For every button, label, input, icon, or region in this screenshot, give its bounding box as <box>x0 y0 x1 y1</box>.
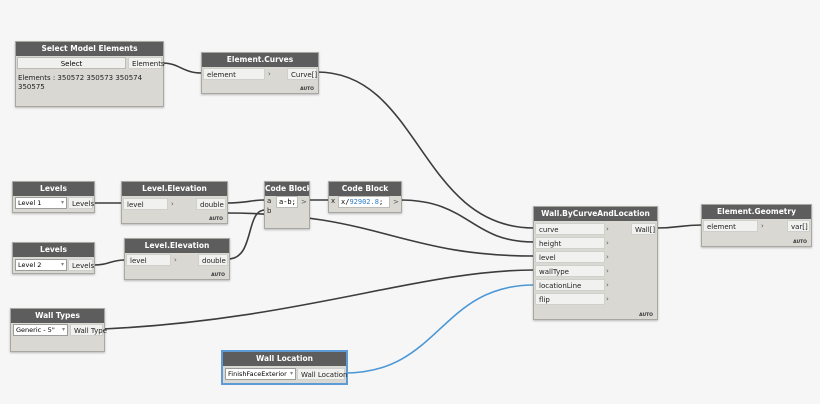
node-title: Code Block <box>265 182 309 196</box>
node-title: Wall Location <box>223 352 346 366</box>
node-title: Levels <box>13 243 94 257</box>
chevron-right-icon: › <box>606 295 609 303</box>
input-port-level[interactable]: level <box>123 198 168 210</box>
select-button[interactable]: Select <box>17 57 126 69</box>
lacing-badge: AUTO <box>209 217 223 222</box>
output-port-var[interactable]: var[] <box>787 220 810 232</box>
code-editor[interactable]: a-b; <box>276 196 298 208</box>
input-port-a[interactable]: a <box>267 197 272 205</box>
chevron-down-icon: ▾ <box>61 326 65 333</box>
input-port-level[interactable]: level <box>535 251 605 263</box>
chevron-down-icon: ▾ <box>60 199 64 206</box>
node-element-curves[interactable]: Element.Curves element › Curve[] AUTO <box>201 52 319 94</box>
code-editor[interactable]: x/92902.8; <box>338 196 390 208</box>
wire-walltype-to-walltype <box>102 269 535 330</box>
chevron-right-icon: › <box>606 239 609 247</box>
node-select-model-elements[interactable]: Select Model Elements Select Elements El… <box>15 41 165 107</box>
node-title: Level.Elevation <box>122 182 227 196</box>
wire-levels2-to-elev2 <box>92 259 126 266</box>
wire-elev2-to-b <box>227 209 266 260</box>
node-element-geometry[interactable]: Element.Geometry element › var[] AUTO <box>701 204 812 247</box>
node-level-elevation-1[interactable]: Level.Elevation level › double AUTO <box>121 181 228 224</box>
input-port-element[interactable]: element <box>703 220 758 232</box>
wire-location-to-locationline <box>344 284 535 374</box>
node-title: Wall Types <box>11 309 104 323</box>
output-port-curve[interactable]: Curve[] <box>287 68 317 80</box>
wall-location-dropdown[interactable]: FinishFaceExterior▾ <box>225 368 296 380</box>
output-port-levels[interactable]: Levels <box>68 197 94 209</box>
node-title: Level.Elevation <box>125 239 229 253</box>
output-port-levels[interactable]: Levels <box>68 259 94 271</box>
node-levels-1[interactable]: Levels Level 1▾ Levels <box>12 181 95 213</box>
chevron-right-icon: › <box>606 281 609 289</box>
wire-elements-to-curves <box>161 62 203 74</box>
output-port-double[interactable]: double <box>196 198 226 210</box>
node-code-block-2[interactable]: Code Block x x/92902.8; > <box>328 181 402 213</box>
node-title: Element.Curves <box>202 53 318 67</box>
level-dropdown[interactable]: Level 2▾ <box>15 259 67 271</box>
node-code-block-1[interactable]: Code Block a b a-b; > <box>264 181 310 229</box>
chevron-right-icon: › <box>606 253 609 261</box>
output-port-wall-location[interactable]: Wall Location <box>297 368 347 380</box>
input-port-level[interactable]: level <box>126 254 171 266</box>
input-port-locationline[interactable]: locationLine <box>535 279 605 291</box>
node-wall-types[interactable]: Wall Types Generic - 5"▾ Wall Type <box>10 308 107 352</box>
level-dropdown[interactable]: Level 1▾ <box>15 197 67 209</box>
node-levels-2[interactable]: Levels Level 2▾ Levels <box>12 242 95 274</box>
wire-wall-to-geometry <box>655 224 703 229</box>
wall-type-dropdown[interactable]: Generic - 5"▾ <box>13 324 68 336</box>
wire-curves-to-curve <box>316 71 535 229</box>
node-title: Levels <box>13 182 94 196</box>
lacing-badge: AUTO <box>793 240 807 245</box>
input-port-x[interactable]: x <box>331 197 336 205</box>
chevron-down-icon: ▾ <box>289 370 293 377</box>
node-level-elevation-2[interactable]: Level.Elevation level › double AUTO <box>124 238 230 280</box>
output-port-wall[interactable]: Wall[] <box>631 223 656 235</box>
chevron-right-icon: › <box>171 200 174 208</box>
input-port-flip[interactable]: flip <box>535 293 605 305</box>
output-port-elements[interactable]: Elements <box>128 57 165 69</box>
node-title: Wall.ByCurveAndLocation <box>534 207 657 221</box>
input-port-curve[interactable]: curve <box>535 223 605 235</box>
wire-elev1-to-a <box>225 199 266 204</box>
node-wall-by-curve-and-location[interactable]: Wall.ByCurveAndLocation curve › height ›… <box>533 206 658 320</box>
node-wall-location[interactable]: Wall Location FinishFaceExterior▾ Wall L… <box>222 351 347 384</box>
output-port-wall-type[interactable]: Wall Type <box>70 324 107 336</box>
selection-info: Elements : 350572 350573 350574 350575 <box>18 74 143 91</box>
node-title: Code Block <box>329 182 401 196</box>
output-port-double[interactable]: double <box>198 254 228 266</box>
input-port-height[interactable]: height <box>535 237 605 249</box>
wire-cb2-to-height <box>399 199 535 243</box>
chevron-right-icon: › <box>761 222 764 230</box>
lacing-badge: AUTO <box>211 273 225 278</box>
input-port-walltype[interactable]: wallType <box>535 265 605 277</box>
chevron-down-icon: ▾ <box>60 261 64 268</box>
input-port-element[interactable]: element <box>203 68 265 80</box>
lacing-badge: AUTO <box>639 313 653 318</box>
output-port-arrow[interactable]: > <box>393 198 399 206</box>
output-port-arrow[interactable]: > <box>301 198 307 206</box>
input-port-b[interactable]: b <box>267 207 272 215</box>
node-title: Select Model Elements <box>16 42 163 56</box>
lacing-badge: AUTO <box>300 87 314 92</box>
chevron-right-icon: › <box>268 70 271 78</box>
chevron-right-icon: › <box>606 267 609 275</box>
chevron-right-icon: › <box>174 256 177 264</box>
chevron-right-icon: › <box>606 225 609 233</box>
node-title: Element.Geometry <box>702 205 811 219</box>
